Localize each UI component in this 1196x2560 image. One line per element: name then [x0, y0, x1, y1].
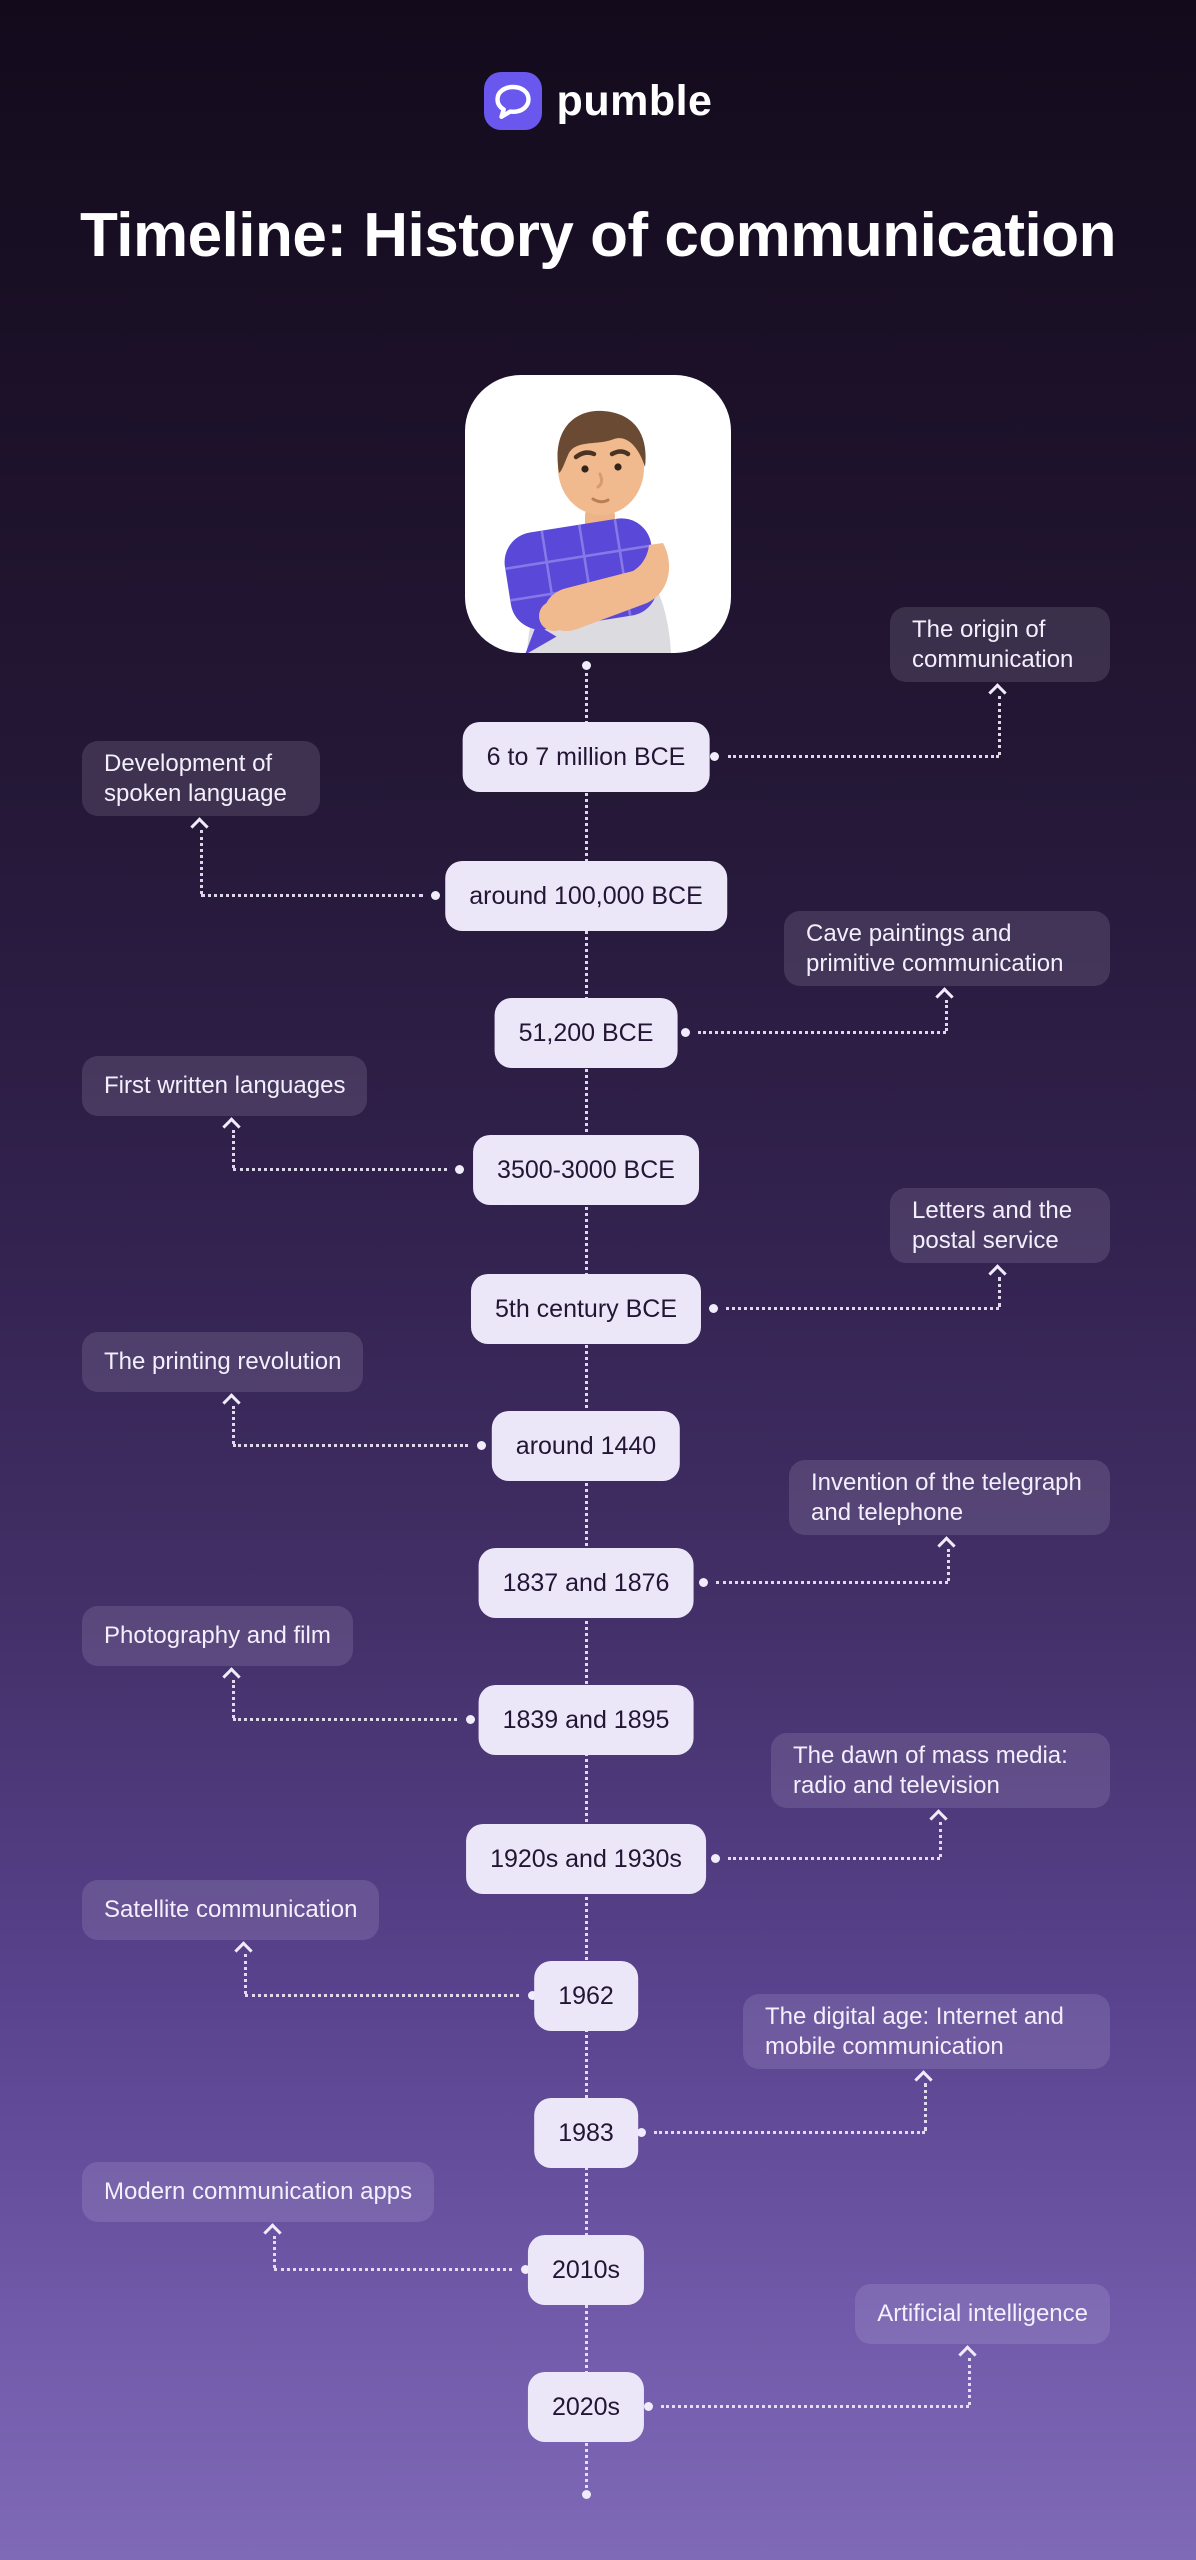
timeline-date-pill: 1983	[534, 2098, 638, 2168]
connector-line-vertical	[945, 1000, 948, 1031]
brand-logo: pumble	[0, 72, 1196, 130]
timeline-date-pill: 2020s	[527, 2372, 645, 2442]
spine-bottom-dot	[582, 2490, 591, 2499]
connector-line-vertical	[232, 1406, 235, 1444]
connector-arrow-icon	[988, 1264, 1007, 1283]
timeline-event-label: Cave paintings and primitive communicati…	[784, 911, 1110, 986]
connector-line-vertical	[244, 1954, 247, 1994]
timeline-event-label: Development of spoken language	[82, 741, 320, 816]
connector-line-horizontal	[274, 2268, 512, 2271]
connector-line-vertical	[947, 1549, 950, 1581]
connector-arrow-icon	[222, 1667, 241, 1686]
connector-line-horizontal	[233, 1168, 447, 1171]
connector-line-vertical	[924, 2083, 927, 2131]
connector-arrow-icon	[222, 1393, 241, 1412]
timeline-date-pill: 1839 and 1895	[478, 1685, 694, 1755]
connector-dot	[528, 1991, 537, 2000]
timeline-event-label: First written languages	[82, 1056, 368, 1116]
timeline-date-pill: around 1440	[491, 1411, 681, 1481]
connector-line-horizontal	[654, 2131, 925, 2134]
connector-dot	[681, 1028, 690, 1037]
page-title: Timeline: History of communication	[79, 201, 1117, 270]
connector-line-vertical	[998, 696, 1001, 755]
connector-dot	[466, 1715, 475, 1724]
connector-dot	[711, 1854, 720, 1863]
character-graphic	[504, 410, 671, 653]
brand-wordmark: pumble	[556, 76, 713, 125]
connector-dot	[637, 2128, 646, 2137]
connector-arrow-icon	[958, 2345, 977, 2364]
connector-line-horizontal	[726, 1307, 999, 1310]
timeline-date-pill: 1962	[534, 1961, 638, 2031]
connector-dot	[521, 2265, 530, 2274]
timeline-date-pill: 5th century BCE	[470, 1274, 702, 1344]
timeline-event-label: The printing revolution	[82, 1332, 364, 1392]
connector-dot	[710, 752, 719, 761]
connector-line-vertical	[200, 830, 203, 894]
connector-line-vertical	[232, 1130, 235, 1168]
connector-dot	[699, 1578, 708, 1587]
timeline-event-label: Modern communication apps	[82, 2162, 435, 2222]
connector-dot	[455, 1165, 464, 1174]
timeline-event-label: Photography and film	[82, 1606, 353, 1666]
connector-line-horizontal	[201, 894, 423, 897]
connector-line-vertical	[998, 1277, 1001, 1307]
timeline-event-label: The digital age: Internet and mobile com…	[743, 1994, 1110, 2069]
timeline-date-pill: around 100,000 BCE	[445, 861, 727, 931]
connector-dot	[644, 2402, 653, 2411]
connector-arrow-icon	[937, 1536, 956, 1555]
connector-arrow-icon	[935, 987, 954, 1006]
connector-arrow-icon	[263, 2223, 282, 2242]
timeline-date-pill: 1920s and 1930s	[466, 1824, 706, 1894]
timeline-event-label: Satellite communication	[82, 1880, 380, 1940]
timeline-date-pill: 51,200 BCE	[494, 998, 678, 1068]
connector-dot	[431, 891, 440, 900]
timeline-event-label: Letters and the postal service	[890, 1188, 1110, 1263]
connector-arrow-icon	[929, 1809, 948, 1828]
timeline-date-pill: 3500-3000 BCE	[473, 1135, 699, 1205]
connector-dot	[709, 1304, 718, 1313]
timeline-event-label: The dawn of mass media: radio and televi…	[771, 1733, 1110, 1808]
connector-line-horizontal	[233, 1718, 457, 1721]
connector-line-horizontal	[698, 1031, 946, 1034]
pumble-logo-icon	[483, 72, 542, 130]
connector-line-horizontal	[661, 2405, 969, 2408]
connector-arrow-icon	[988, 683, 1007, 702]
connector-arrow-icon	[914, 2070, 933, 2089]
character-illustration	[465, 375, 731, 653]
connector-arrow-icon	[222, 1117, 241, 1136]
connector-arrow-icon	[190, 817, 209, 836]
connector-line-horizontal	[233, 1444, 468, 1447]
connector-line-vertical	[939, 1822, 942, 1857]
connector-line-horizontal	[245, 1994, 519, 1997]
timeline-event-label: Invention of the telegraph and telephone	[789, 1460, 1110, 1535]
connector-dot	[477, 1441, 486, 1450]
timeline-event-label: Artificial intelligence	[855, 2284, 1110, 2344]
timeline-date-pill: 1837 and 1876	[478, 1548, 694, 1618]
connector-line-vertical	[968, 2358, 971, 2405]
spine-top-dot	[582, 661, 591, 670]
timeline-date-pill: 6 to 7 million BCE	[462, 722, 710, 792]
connector-line-horizontal	[716, 1581, 948, 1584]
timeline-date-pill: 2010s	[527, 2235, 645, 2305]
connector-line-vertical	[273, 2236, 276, 2268]
connector-line-horizontal	[728, 755, 999, 758]
timeline-event-label: The origin of communication	[890, 607, 1110, 682]
connector-arrow-icon	[234, 1941, 253, 1960]
connector-line-vertical	[232, 1680, 235, 1718]
connector-line-horizontal	[728, 1857, 940, 1860]
